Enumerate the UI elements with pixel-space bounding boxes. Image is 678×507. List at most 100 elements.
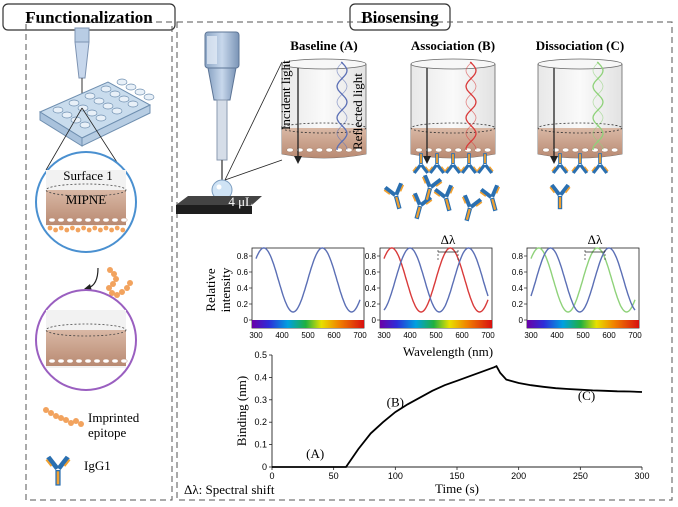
igg-antibody-icon [383,182,405,210]
spectra-xlabel: Wavelength (nm) [403,344,493,359]
y-tick-label: 0.1 [254,440,267,450]
epitope-bead [103,225,109,231]
spectra-ytick: 0.8 [237,252,249,261]
spectra-ytick: 0.8 [365,252,377,261]
y-tick-label: 0 [262,462,267,472]
spectra-ytick: 0 [244,316,249,325]
phase-annotation: (A) [306,446,324,461]
spectra-xtick: 700 [353,331,367,340]
footnote: Δλ: Spectral shift [184,482,275,497]
biosensor-probe-icon [204,31,240,201]
epitope-bead [107,267,113,273]
x-tick-label: 150 [449,471,464,481]
igg-antibody-icon [476,153,494,174]
epitope-bead [109,290,115,296]
igg-antibody-icon [412,153,430,174]
x-tick-label: 100 [388,471,403,481]
delta-lambda-label: Δλ [441,232,456,247]
spectra-xtick: 400 [550,331,564,340]
empty-surface-circle [35,289,137,391]
spectra-ylabel-line1: Relative [203,268,218,312]
zoom-line [224,159,283,181]
well [52,106,64,114]
spectrum-curve [383,247,489,313]
epitope-bead [73,418,79,424]
epitope-bead [78,421,84,427]
epitope-bead [64,227,70,233]
epitope-bead [68,420,74,426]
igg-antibody-icon [45,455,71,486]
elution-arrow [84,267,99,291]
epitope-bead [124,285,130,291]
epitope-bead [98,227,103,233]
delta-lambda-label: Δλ [588,232,603,247]
pore [120,217,128,223]
well [116,78,128,86]
spectra-ytick: 0.2 [365,300,377,309]
epitope-bead [53,227,58,233]
igg-antibody-icon [591,153,609,174]
well [77,104,89,112]
pore [75,358,83,364]
spectra-ytick: 0.6 [512,268,524,277]
x-tick-label: 200 [511,471,526,481]
stage-label: Association (B) [411,38,495,53]
epitope-bead [47,225,53,231]
epitope-bead [53,413,59,419]
spectra-ytick: 0.4 [365,284,377,293]
igg-antibody-icon [421,174,443,202]
pore [84,217,92,223]
well [127,100,139,108]
phase-annotation: (B) [387,395,404,410]
pore [111,217,119,223]
epitope-bead [113,276,119,282]
epitope-bead [114,292,120,298]
volume-label: 4 μL [228,194,253,209]
igg-legend-icon [45,455,71,486]
igg-antibody-icon [551,153,569,174]
incident-light-label: Incident light [278,60,293,130]
mipne-label: MIPNE [66,192,107,207]
spectra-xtick: 600 [327,331,341,340]
epitope-bead [58,225,64,231]
epitope-bead [106,285,112,291]
sample-stage: 4 μL [176,194,262,214]
well [86,109,98,117]
y-tick-label: 0.2 [254,417,267,427]
pore [66,358,74,364]
igg-antibody-icon [428,153,446,174]
pore [66,217,74,223]
igg-antibody-icon [433,184,455,212]
pore [120,358,128,364]
epitope-bead [92,225,98,231]
legend-igg-label: IgG1 [84,458,111,473]
spectra-ytick: 0.6 [365,268,377,277]
spectra-ytick: 0 [519,316,524,325]
spectrum-curve [383,247,489,313]
legend: Imprinted epitope IgG1 [43,407,140,486]
well [134,88,146,96]
functionalization-panel [25,21,173,501]
stage-dissociation: Dissociation (C) [536,38,624,210]
spectrum-curve [255,247,361,313]
well [111,107,123,115]
well [109,90,121,98]
pore [57,217,65,223]
pore [48,217,56,223]
spectra-xtick: 400 [403,331,417,340]
functionalization-header: Functionalization [2,3,176,31]
stage-label: Dissociation (C) [536,38,624,53]
spectra-ytick: 0.4 [237,284,249,293]
functionalization-title: Functionalization [25,8,153,27]
surface-circle: Surface 1 MIPNE [35,151,137,253]
pore [57,358,65,364]
epitope-bead [43,407,49,413]
spectra-ytick: 0.6 [237,268,249,277]
epitope-bead [58,415,64,421]
spectra-xtick: 300 [249,331,263,340]
spectra-ytick: 0.4 [512,284,524,293]
igg-antibody-icon [479,184,501,212]
